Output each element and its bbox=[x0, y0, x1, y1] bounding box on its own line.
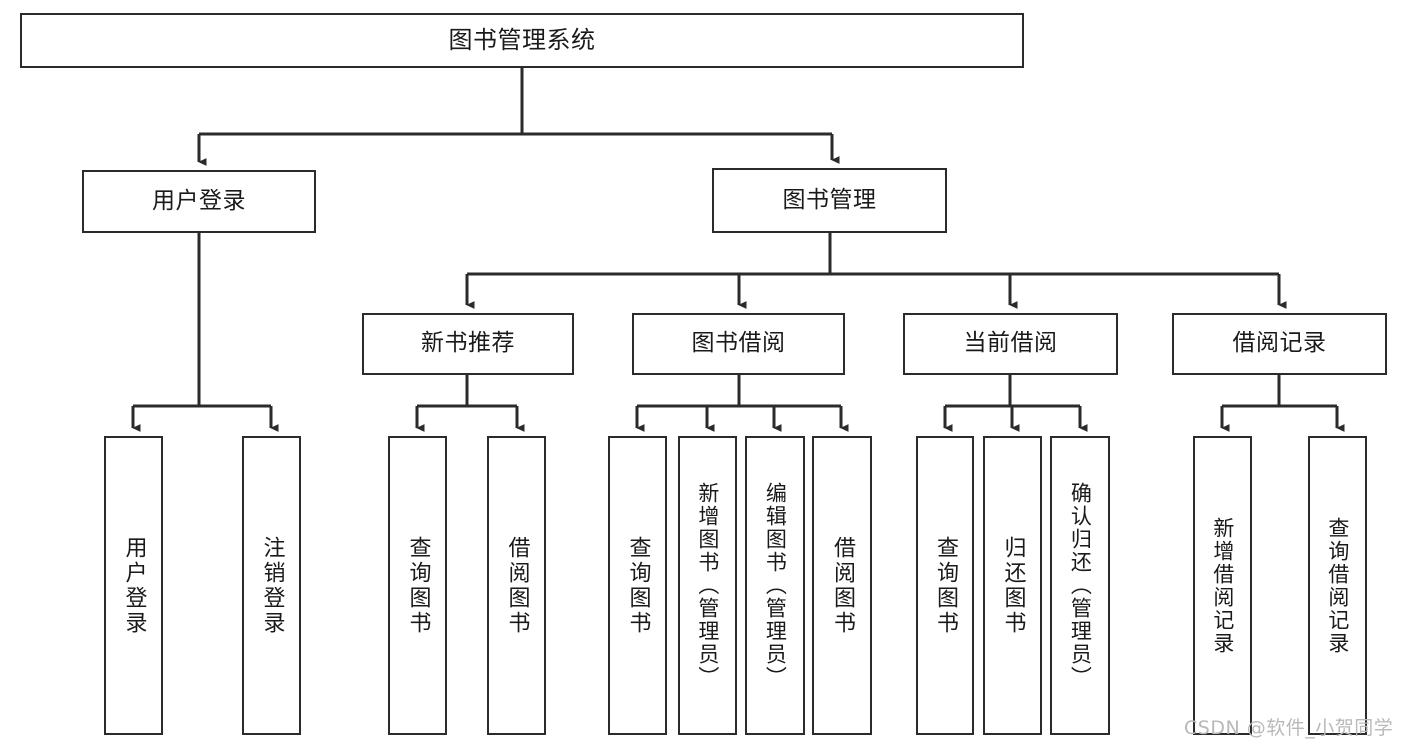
leaf-label: 查询图书 bbox=[405, 535, 431, 636]
node-label: 图书借阅 bbox=[691, 330, 786, 357]
leaf-current-borrow-return-book[interactable]: 归还图书 bbox=[983, 436, 1042, 735]
leaf-new-book-query-book[interactable]: 查询图书 bbox=[388, 436, 447, 735]
leaf-label: 确认归还（管理员） bbox=[1068, 482, 1093, 689]
leaf-label: 新增借阅记录 bbox=[1210, 516, 1235, 655]
leaf-label: 借阅图书 bbox=[504, 535, 530, 636]
leaf-label: 借阅图书 bbox=[829, 535, 855, 636]
node-label: 用户登录 bbox=[152, 187, 246, 214]
leaf-label: 新增图书（管理员） bbox=[695, 482, 720, 689]
node-new-book-recommend[interactable]: 新书推荐 bbox=[362, 313, 574, 375]
leaf-book-borrow-query-book[interactable]: 查询图书 bbox=[608, 436, 667, 735]
leaf-current-borrow-query-book[interactable]: 查询图书 bbox=[916, 436, 974, 735]
leaf-user-login-logout[interactable]: 注销登录 bbox=[242, 436, 301, 735]
leaf-label: 归还图书 bbox=[1000, 535, 1026, 636]
leaf-book-borrow-add-book-admin[interactable]: 新增图书（管理员） bbox=[678, 436, 737, 735]
node-label: 当前借阅 bbox=[963, 330, 1058, 357]
leaf-label: 注销登录 bbox=[259, 535, 285, 636]
leaf-label: 查询借阅记录 bbox=[1325, 516, 1350, 655]
leaf-borrow-record-add-record[interactable]: 新增借阅记录 bbox=[1193, 436, 1252, 735]
watermark: CSDN @软件_小贺同学 bbox=[1184, 717, 1394, 739]
leaf-current-borrow-confirm-return-admin[interactable]: 确认归还（管理员） bbox=[1050, 436, 1110, 735]
node-book-management[interactable]: 图书管理 bbox=[712, 168, 947, 233]
leaf-label: 查询图书 bbox=[625, 535, 651, 636]
node-label: 图书管理 bbox=[782, 186, 877, 213]
node-borrow-record[interactable]: 借阅记录 bbox=[1172, 313, 1387, 375]
leaf-user-login-login[interactable]: 用户登录 bbox=[104, 436, 163, 735]
leaf-borrow-record-query-record[interactable]: 查询借阅记录 bbox=[1308, 436, 1367, 735]
node-label: 图书管理系统 bbox=[448, 26, 596, 55]
leaf-new-book-borrow-book[interactable]: 借阅图书 bbox=[487, 436, 546, 735]
leaf-label: 编辑图书（管理员） bbox=[763, 482, 788, 689]
leaf-book-borrow-borrow-book[interactable]: 借阅图书 bbox=[812, 436, 872, 735]
node-book-borrow[interactable]: 图书借阅 bbox=[632, 313, 845, 375]
node-label: 新书推荐 bbox=[421, 330, 515, 357]
node-root-book-management-system[interactable]: 图书管理系统 bbox=[20, 13, 1024, 68]
node-label: 借阅记录 bbox=[1232, 330, 1327, 357]
node-user-login[interactable]: 用户登录 bbox=[82, 170, 316, 233]
leaf-label: 用户登录 bbox=[121, 535, 147, 636]
leaf-label: 查询图书 bbox=[932, 535, 958, 636]
node-current-borrow[interactable]: 当前借阅 bbox=[903, 313, 1118, 375]
leaf-book-borrow-edit-book-admin[interactable]: 编辑图书（管理员） bbox=[745, 436, 805, 735]
